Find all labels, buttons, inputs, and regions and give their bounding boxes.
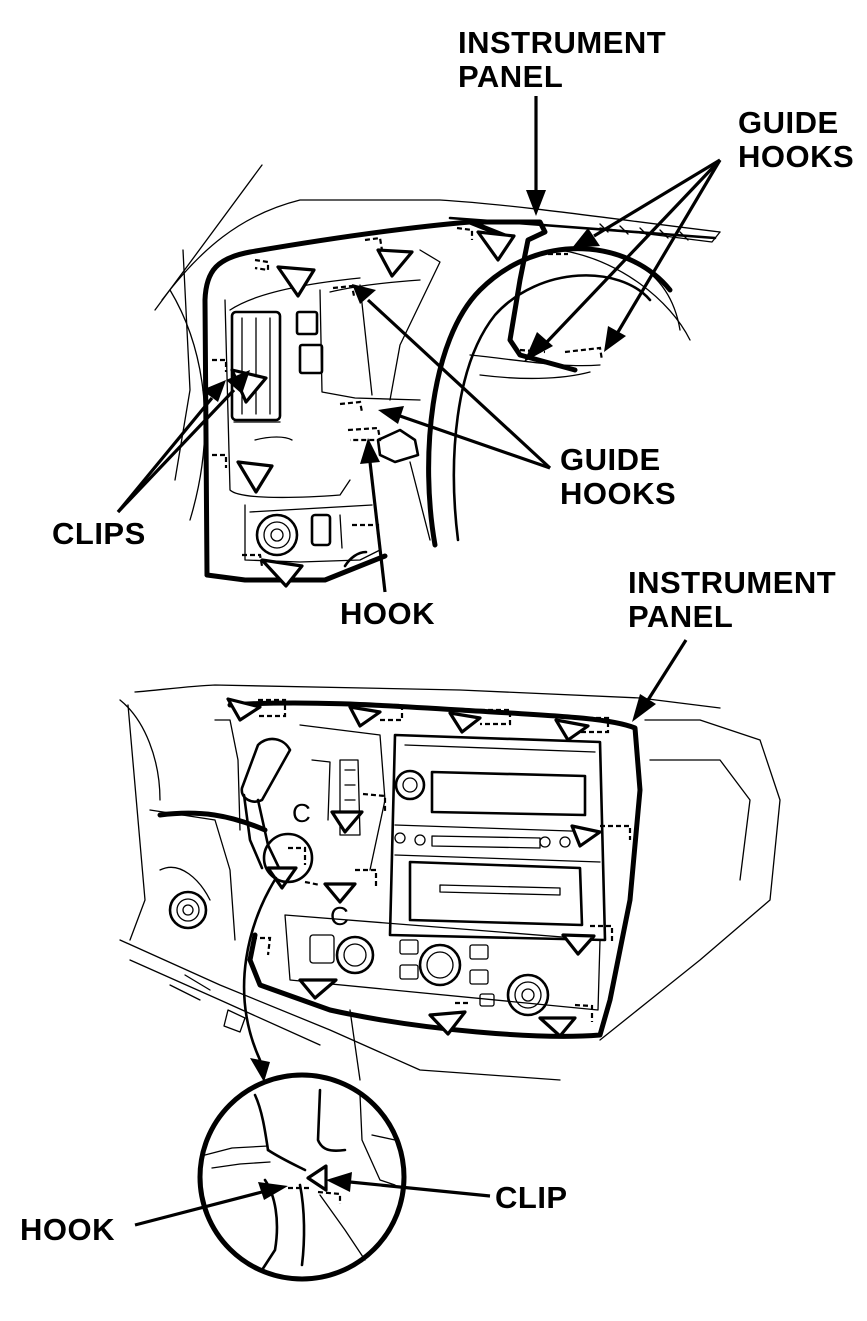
bottom-left-vent	[168, 890, 208, 930]
top-instrument-panel-outline	[202, 219, 578, 578]
label-top-guide-hooks-upper: GUIDE HOOKS	[738, 105, 854, 174]
label-detail-hook: HOOK	[20, 1212, 115, 1247]
label-line: GUIDE	[560, 442, 661, 477]
label-callout-c-upper: C	[292, 798, 311, 828]
top-switch	[295, 310, 319, 336]
label-top-guide-hooks-lower: GUIDE HOOKS	[560, 442, 676, 511]
label-line: PANEL	[458, 59, 563, 94]
bottom-climate-controls	[284, 914, 601, 1017]
bottom-view-drawing	[119, 684, 781, 1082]
label-line: HOOKS	[738, 139, 854, 174]
detail-view-drawing	[197, 1072, 407, 1282]
label-detail-clip: CLIP	[495, 1180, 568, 1215]
label-callout-c-lower: C	[330, 901, 349, 931]
top-air-vent	[230, 310, 282, 423]
top-steering-wheel	[426, 246, 673, 548]
label-top-hook: HOOK	[340, 596, 435, 631]
label-line: INSTRUMENT	[628, 565, 836, 600]
bottom-radio-unit	[388, 733, 607, 942]
bottom-instrument-panel-outline	[227, 700, 643, 1039]
label-line: GUIDE	[738, 105, 839, 140]
label-line: PANEL	[628, 599, 733, 634]
detail-circle	[197, 1072, 407, 1282]
callout-c-circle	[262, 832, 314, 884]
top-knob	[255, 513, 299, 557]
label-bottom-instrument-panel: INSTRUMENT PANEL	[628, 565, 836, 634]
label-top-instrument-panel: INSTRUMENT PANEL	[458, 25, 666, 94]
label-line: HOOKS	[560, 476, 676, 511]
label-line: INSTRUMENT	[458, 25, 666, 60]
label-top-clips: CLIPS	[52, 516, 146, 551]
